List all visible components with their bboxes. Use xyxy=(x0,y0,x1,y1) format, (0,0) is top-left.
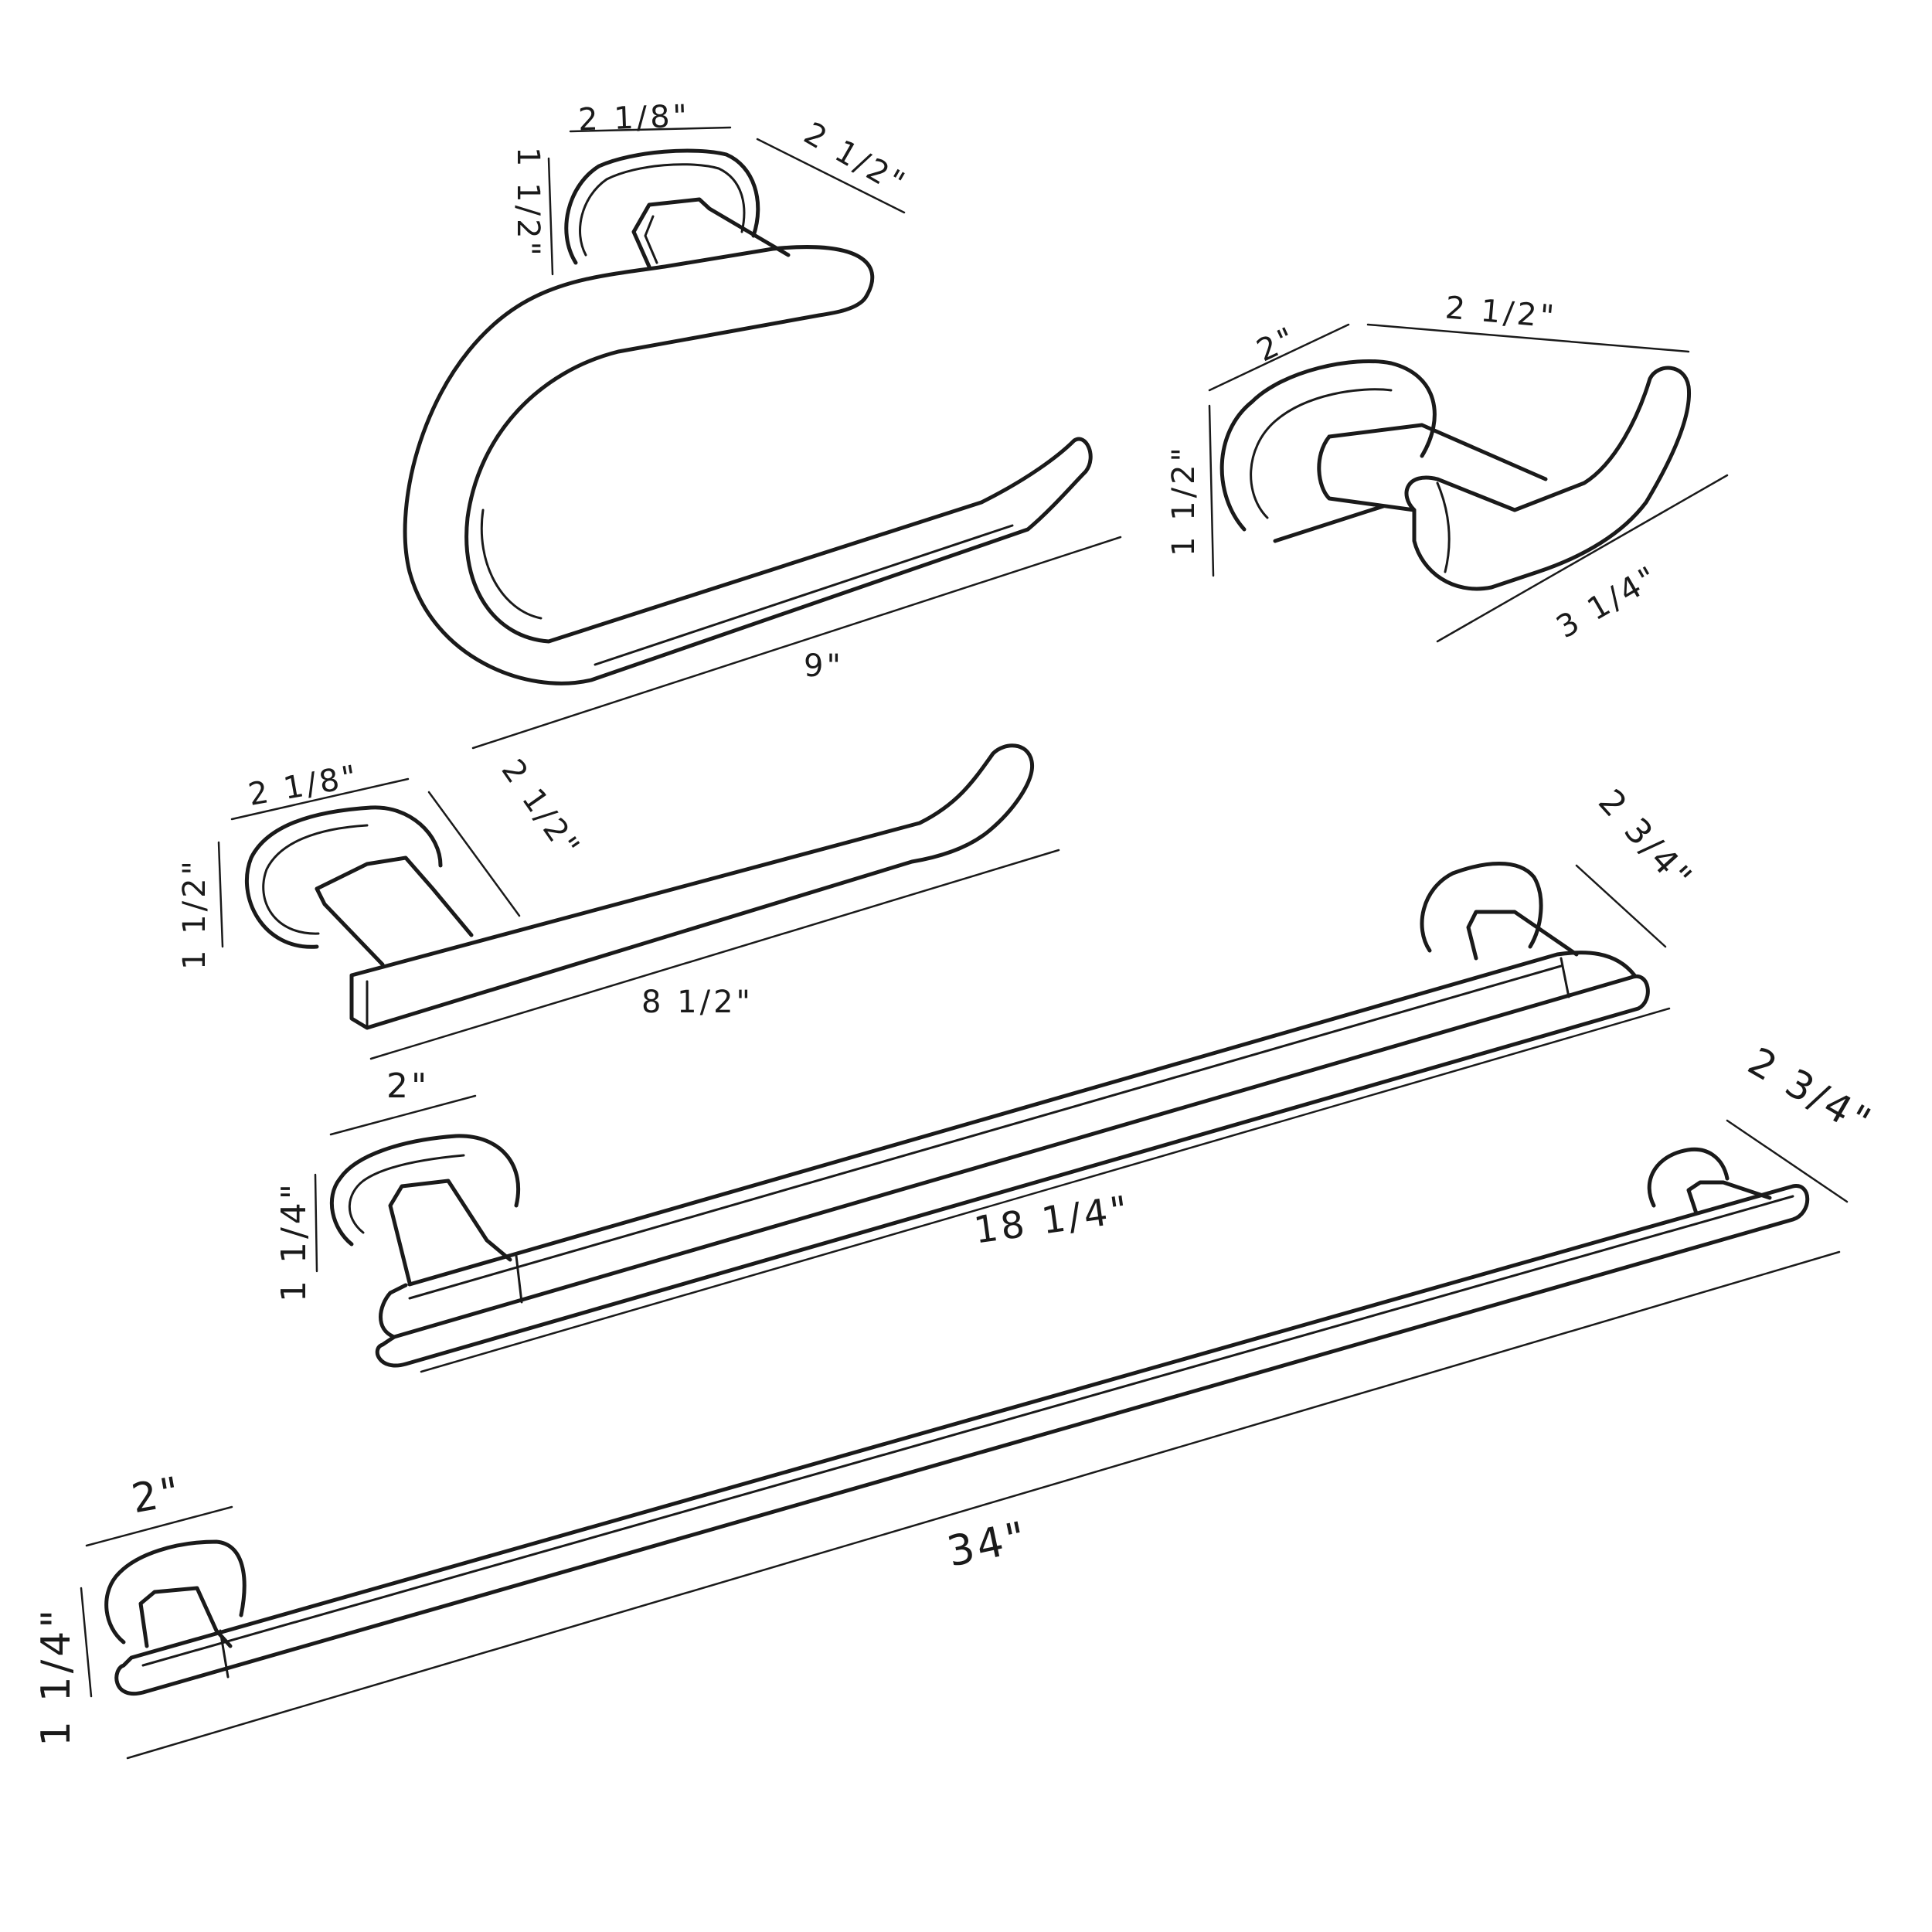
paper-holder-small-base-width: 2 1/8" xyxy=(246,759,362,813)
towel-bar-18-bar-length: 18 1/4" xyxy=(971,1188,1133,1253)
robe-hook: 2" 2 1/2" 1 1/2" 3 1/4" xyxy=(1166,290,1729,645)
paper-holder-large-base-width: 2 1/8" xyxy=(577,98,690,138)
paper-holder-small-base-height: 1 1/2" xyxy=(177,858,213,970)
towel-bar-18-projection: 2 3/4" xyxy=(1590,782,1701,899)
paper-holder-small-arm xyxy=(349,743,1035,1030)
paper-holder-small-base xyxy=(244,805,443,949)
robe-hook-arm xyxy=(1404,366,1692,591)
towel-bar-34-bar xyxy=(114,1184,1810,1696)
paper-holder-small-arm-length: 8 1/2" xyxy=(641,985,753,1020)
robe-hook-projection: 3 1/4" xyxy=(1551,559,1666,645)
towel-bar-34-base-width: 2" xyxy=(128,1468,185,1522)
robe-hook-hook-width: 2 1/2" xyxy=(1444,290,1558,335)
paper-holder-large-base-height: 1 1/2" xyxy=(510,147,546,259)
towel-bar-34-projection: 2 3/4" xyxy=(1740,1039,1880,1145)
towel-bar-34: 2" 1 1/4" 2 3/4" 34" xyxy=(33,1039,1880,1760)
towel-bar-34-base-height: 1 1/4" xyxy=(33,1607,80,1747)
paper-holder-large-arm xyxy=(403,245,1093,685)
paper-holder-small-base-depth: 2 1/2" xyxy=(495,753,588,866)
robe-hook-base-width: 2" xyxy=(1251,320,1302,369)
paper-holder-small: 2 1/8" 1 1/2" 2 1/2" 8 1/2" xyxy=(177,743,1060,1060)
towel-bar-18-base-height: 1 1/4" xyxy=(274,1181,314,1302)
paper-holder-large-arm-length: 9" xyxy=(804,648,844,684)
towel-bar-34-bar-length: 34" xyxy=(943,1512,1032,1577)
towel-bar-18-bar xyxy=(375,974,1650,1368)
paper-holder-large-base xyxy=(564,148,760,265)
paper-holder-large-base-depth: 2 1/2" xyxy=(798,116,913,202)
paper-holder-large: 2 1/8" 1 1/2" 2 1/2" 9" xyxy=(403,98,1122,750)
robe-hook-base xyxy=(1219,359,1437,532)
towel-bar-18-base-width: 2" xyxy=(386,1066,430,1106)
robe-hook-base-height: 1 1/2" xyxy=(1166,444,1202,556)
